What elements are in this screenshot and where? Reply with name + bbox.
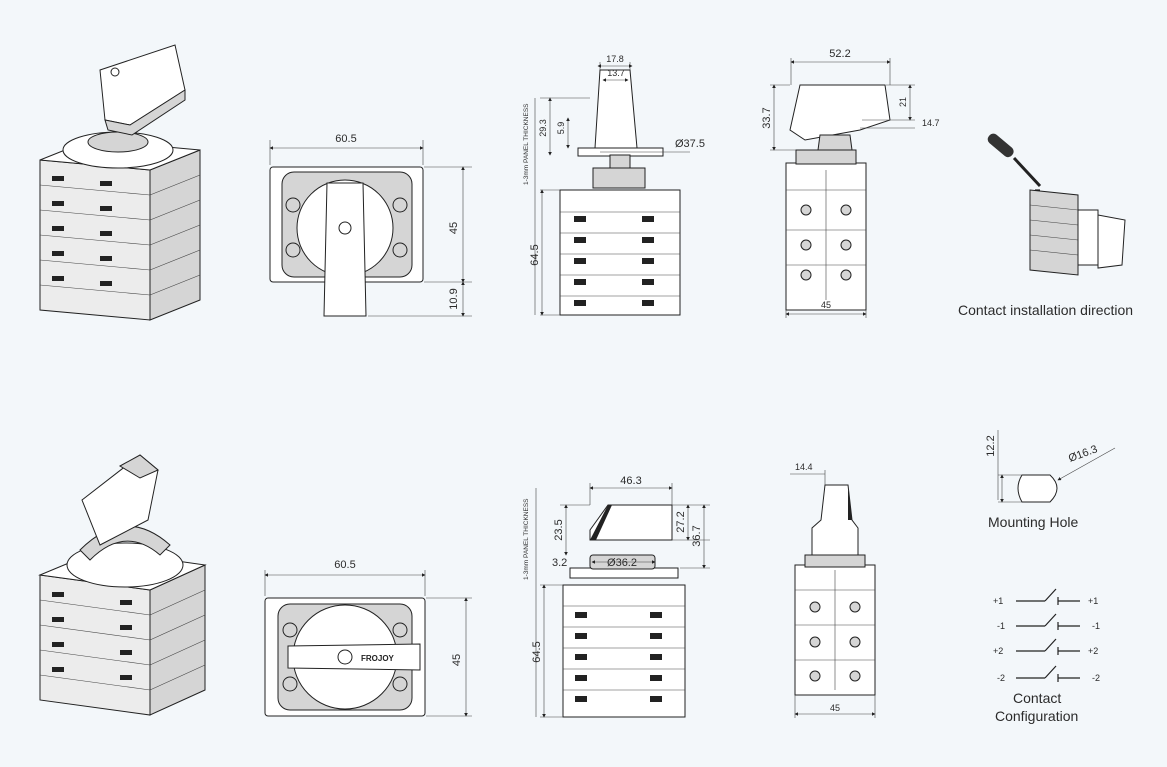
contact-installation-drawing [987, 133, 1126, 276]
contact-left-label: +1 [993, 596, 1003, 606]
top-rear-handle-height-label: 21 [898, 97, 908, 107]
top-rear-total-height-label: 33.7 [761, 107, 773, 128]
brand-label: FROJOY [361, 654, 395, 663]
contact-installation-caption: Contact installation direction [958, 302, 1134, 318]
bottom-side-handle-width-label: 46.3 [620, 475, 641, 487]
contact-left-label: -2 [997, 673, 1005, 683]
switch-side-view-top: 17.8 13.7 Ø37.5 1-3mm PANEL THICKNESS 29… [523, 54, 705, 316]
top-front-height-label: 45 [448, 222, 460, 234]
contact-left-label: -1 [997, 621, 1005, 631]
bottom-side-body-height-label: 64.5 [531, 641, 543, 662]
switch-isometric-view-bottom [38, 454, 207, 716]
bottom-panel-thickness-note: 1-3mm PANEL THICKNESS [523, 498, 530, 580]
top-side-knob-top-label: 17.8 [606, 54, 624, 64]
bottom-side-dim-c-label: 36.7 [691, 525, 703, 546]
bottom-side-dim-a-label: 23.5 [553, 519, 565, 540]
bottom-rear-knob-width-label: 14.4 [795, 462, 813, 472]
bottom-front-height-label: 45 [451, 654, 463, 666]
mounting-hole-caption: Mounting Hole [988, 514, 1079, 530]
mounting-hole-drawing: 12.2 Ø16.3 [985, 430, 1116, 503]
contact-left-label: +2 [993, 646, 1003, 656]
contact-row-3: +2 +2 [993, 638, 1098, 656]
switch-front-view-top: 60.5 45 10.9 [269, 133, 472, 317]
contact-right-label: -2 [1092, 673, 1100, 683]
mounting-hole-diameter-label: Ø16.3 [1067, 443, 1099, 465]
contact-configuration-caption-line1: Contact [1013, 690, 1062, 706]
switch-rear-view-top: 52.2 33.7 21 14.7 45 [761, 48, 940, 318]
top-rear-step-label: 14.7 [922, 118, 940, 128]
bottom-side-dim-b-label: 27.2 [675, 511, 687, 532]
contact-configuration-caption-line2: Configuration [995, 708, 1079, 724]
top-panel-thickness-note: 1-3mm PANEL THICKNESS [523, 103, 530, 185]
screwdriver-icon [987, 133, 1042, 188]
bottom-side-bezel-diameter-label: Ø36.2 [607, 557, 637, 569]
contact-row-4: -2 -2 [997, 665, 1100, 683]
contact-right-label: +1 [1088, 596, 1098, 606]
switch-rear-view-bottom: 14.4 45 [790, 462, 876, 718]
bottom-side-offset-label: 3.2 [552, 557, 567, 569]
mounting-hole-height-label: 12.2 [985, 435, 997, 456]
contact-row-1: +1 +1 [993, 588, 1098, 606]
bottom-rear-body-width-label: 45 [830, 703, 840, 713]
top-rear-body-width-label: 45 [821, 300, 831, 310]
switch-front-view-bottom: FROJOY 60.5 45 [264, 559, 472, 717]
top-side-dim-b-label: 5.9 [556, 122, 566, 135]
contact-right-label: -1 [1092, 621, 1100, 631]
top-handle-overhang-label: 10.9 [448, 288, 460, 309]
top-rear-handle-width-label: 52.2 [829, 48, 850, 60]
contact-right-label: +2 [1088, 646, 1098, 656]
top-side-dim-a-label: 29.3 [538, 119, 548, 137]
top-side-body-height-label: 64.5 [529, 244, 541, 265]
top-side-flange-diameter-label: Ø37.5 [675, 138, 705, 150]
switch-isometric-view-top [39, 44, 201, 321]
bottom-front-width-label: 60.5 [334, 559, 355, 571]
contact-row-2: -1 -1 [997, 613, 1100, 631]
contact-configuration-diagram: +1 +1 -1 -1 +2 +2 -2 [993, 588, 1100, 683]
top-front-width-label: 60.5 [335, 133, 356, 145]
top-side-knob-mid-label: 13.7 [607, 68, 625, 78]
switch-side-view-bottom: 46.3 1-3mm PANEL THICKNESS 23.5 27.2 36.… [523, 475, 710, 718]
